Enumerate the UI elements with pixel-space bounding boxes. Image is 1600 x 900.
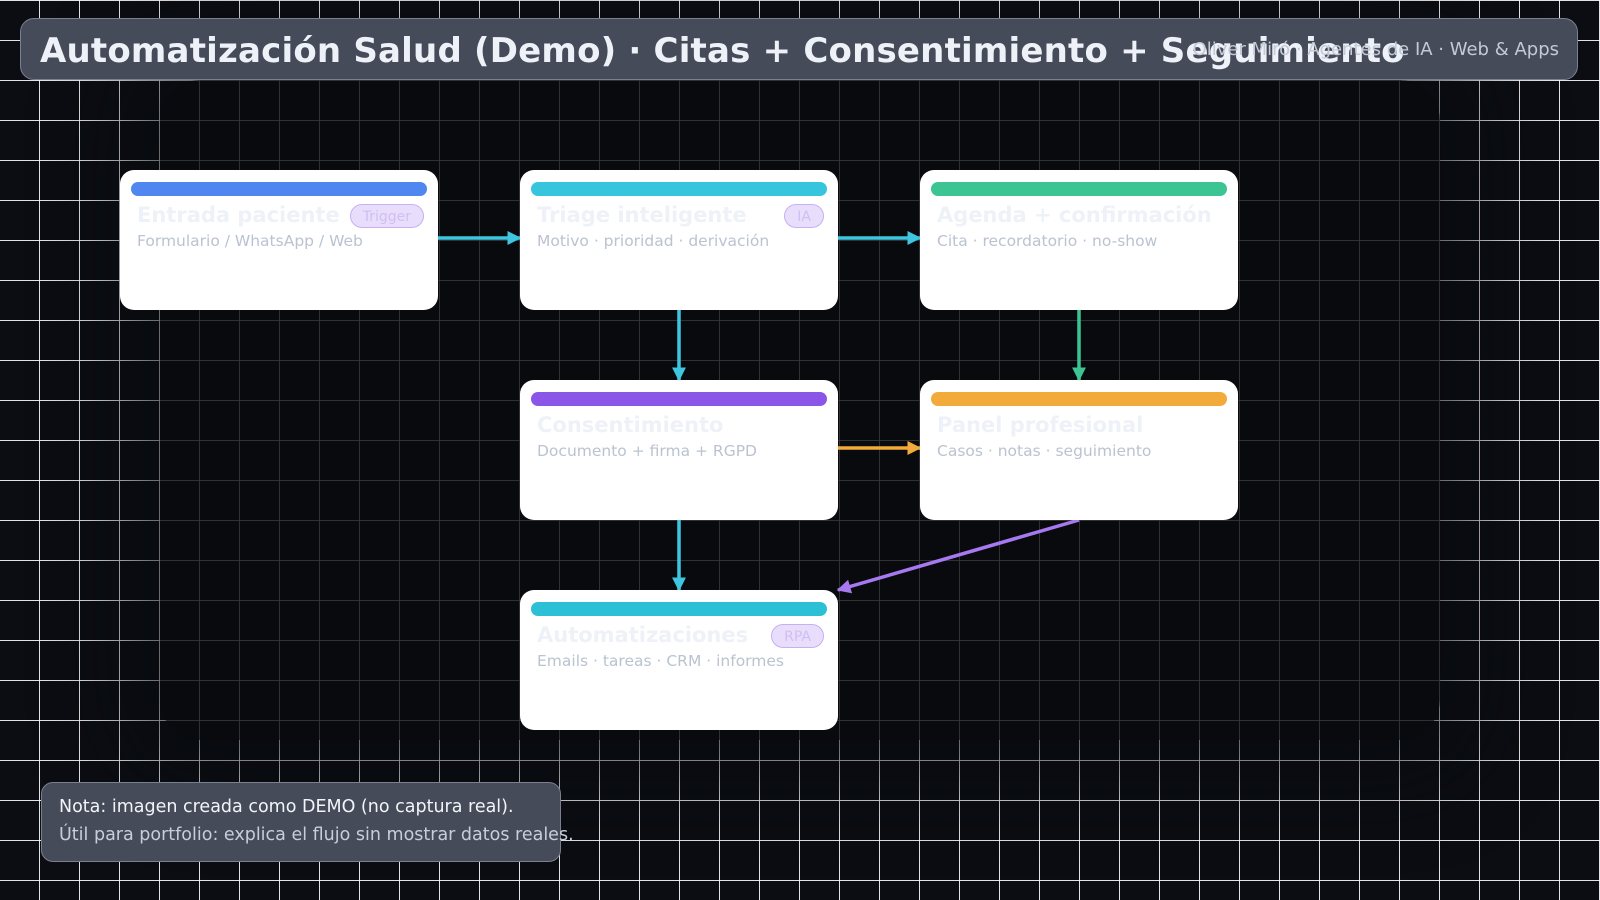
node-title: Consentimiento — [537, 413, 724, 437]
trigger-badge: Trigger — [349, 204, 424, 228]
edge-panel-to-automatizaciones — [836, 518, 1080, 594]
node-color-bar — [531, 182, 827, 196]
node-color-bar — [931, 392, 1227, 406]
node-panel-profesional[interactable]: Panel profesional Casos · notas · seguim… — [920, 380, 1238, 520]
node-color-bar — [131, 182, 427, 196]
header-bar: Automatización Salud (Demo) · Citas + Co… — [20, 18, 1578, 80]
demo-note: Nota: imagen creada como DEMO (no captur… — [41, 782, 574, 862]
node-subtitle: Cita · recordatorio · no-show — [937, 232, 1158, 250]
node-title: Entrada paciente — [137, 203, 340, 227]
note-line-2: Útil para portfolio: explica el flujo si… — [59, 825, 574, 845]
page-title: Automatización Salud (Demo) · Citas + Co… — [40, 31, 1405, 71]
node-subtitle: Emails · tareas · CRM · informes — [537, 652, 784, 670]
node-title: Panel profesional — [937, 413, 1144, 437]
node-color-bar — [931, 182, 1227, 196]
node-subtitle: Formulario / WhatsApp / Web — [137, 232, 363, 250]
node-title: Agenda + confirmación — [937, 203, 1212, 227]
node-color-bar — [531, 392, 827, 406]
node-triage-inteligente[interactable]: Triage inteligente Motivo · prioridad · … — [520, 170, 838, 310]
rpa-badge: RPA — [771, 624, 824, 648]
node-entrada-paciente[interactable]: Entrada paciente Formulario / WhatsApp /… — [120, 170, 438, 310]
node-consentimiento[interactable]: Consentimiento Documento + firma + RGPD — [520, 380, 838, 520]
author-credit: Oliver Miró · Agentes de IA · Web & Apps — [1192, 39, 1559, 60]
note-line-1: Nota: imagen creada como DEMO (no captur… — [59, 797, 514, 817]
node-subtitle: Documento + firma + RGPD — [537, 442, 757, 460]
ia-badge: IA — [784, 204, 824, 228]
node-agenda-confirmacion[interactable]: Agenda + confirmación Cita · recordatori… — [920, 170, 1238, 310]
node-color-bar — [531, 602, 827, 616]
node-subtitle: Motivo · prioridad · derivación — [537, 232, 770, 250]
node-title: Triage inteligente — [537, 203, 747, 227]
node-subtitle: Casos · notas · seguimiento — [937, 442, 1152, 460]
node-automatizaciones[interactable]: Automatizaciones Emails · tareas · CRM ·… — [520, 590, 838, 730]
node-title: Automatizaciones — [537, 623, 749, 647]
